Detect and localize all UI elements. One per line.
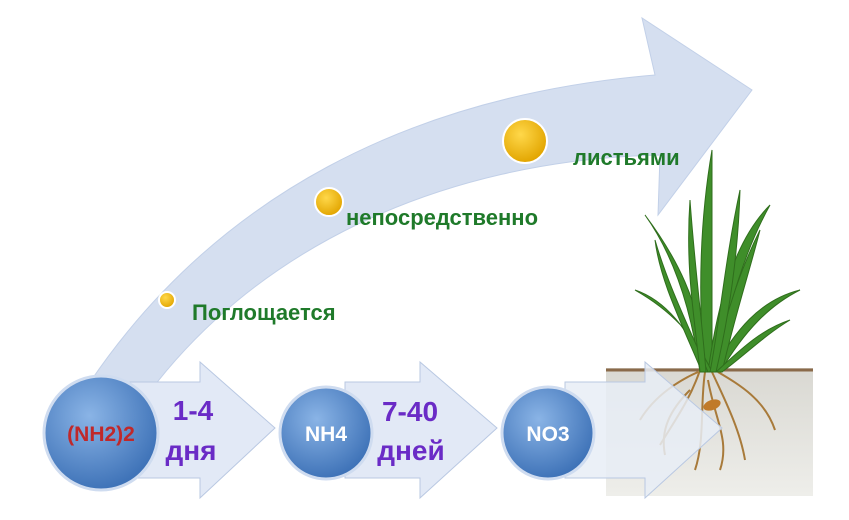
grass-icon [634, 149, 801, 373]
compound-label-3: NO3 [526, 423, 569, 446]
compound-label-1: (NH2)2 [67, 423, 135, 446]
step-dot-2 [314, 187, 344, 217]
step-label-3: листьями [573, 145, 680, 170]
stage-circle-1 [42, 374, 160, 492]
compound-label-2: NH4 [305, 423, 347, 446]
duration-2-range: 7-40 [382, 396, 438, 427]
duration-1-unit: дня [165, 435, 216, 466]
step-label-1: Поглощается [192, 300, 336, 325]
stage-circle-2 [278, 385, 374, 481]
step-label-2: непосредственно [346, 205, 538, 230]
stage-circle-3 [500, 385, 596, 481]
duration-1-range: 1-4 [173, 395, 214, 426]
step-dot-1 [158, 291, 176, 309]
stage-arrow-1 [129, 360, 276, 500]
stage-arrow-2 [344, 360, 498, 500]
step-dot-3 [502, 118, 548, 164]
stage-arrow-3 [564, 360, 723, 500]
big-curved-arrow [74, 16, 753, 406]
duration-2-unit: дней [377, 435, 444, 466]
seed-icon [703, 399, 721, 411]
